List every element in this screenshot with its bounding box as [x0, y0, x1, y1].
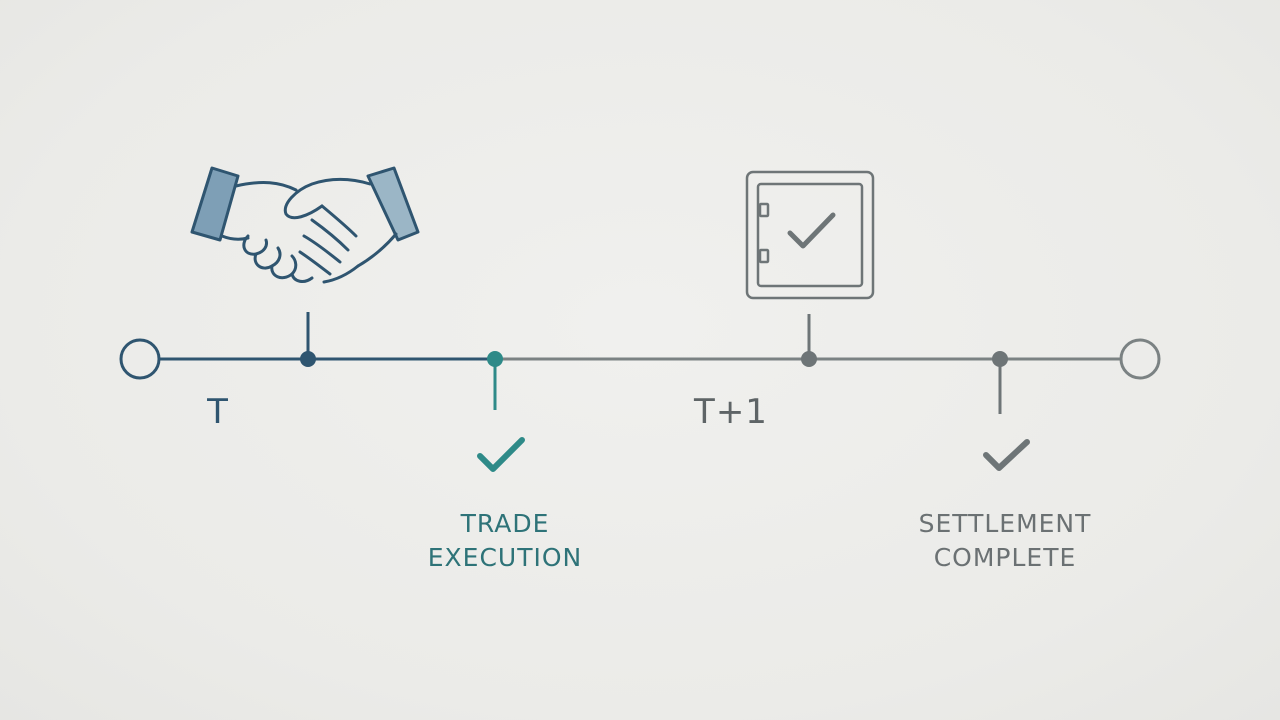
node-trade-execution — [487, 351, 503, 410]
handshake-icon — [190, 166, 420, 284]
node-t-plus-1 — [801, 314, 817, 367]
milestone-label-line1: TRADE — [460, 509, 550, 538]
milestone-label-line2: COMPLETE — [933, 543, 1077, 572]
node-settlement-complete — [992, 351, 1008, 414]
milestone-label-line1: SETTLEMENT — [918, 509, 1092, 538]
timeline-end-circle — [1119, 338, 1161, 380]
marker-label-t: T — [207, 392, 229, 432]
vault-check-icon — [745, 170, 875, 300]
milestone-label-line2: EXECUTION — [427, 543, 583, 572]
timeline-start-circle — [119, 338, 161, 380]
check-icon — [477, 437, 525, 472]
check-icon — [983, 439, 1030, 471]
milestone-settlement-complete: SETTLEMENT COMPLETE — [880, 507, 1130, 575]
marker-label-t-plus-1: T+1 — [694, 392, 768, 432]
node-t — [300, 312, 316, 367]
milestone-trade-execution: TRADE EXECUTION — [395, 507, 615, 575]
